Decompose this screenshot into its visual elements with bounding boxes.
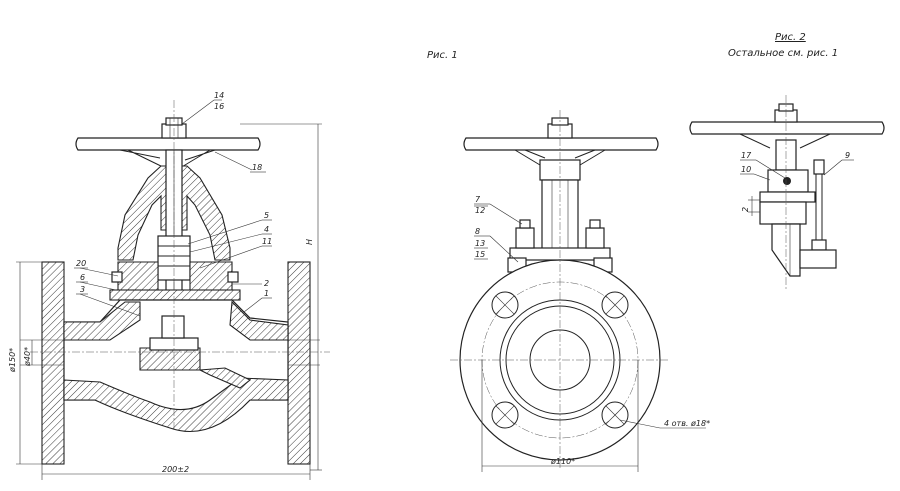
- callout-4: 4: [264, 225, 269, 234]
- caption-fig1: Рис. 1: [427, 50, 458, 61]
- fig2-detail-view: 2 17 10 9: [689, 95, 885, 290]
- callout-16: 16: [214, 102, 224, 111]
- callout-10: 10: [741, 165, 751, 174]
- callout-12: 12: [475, 206, 485, 215]
- callout-1: 1: [264, 289, 269, 298]
- dim-outer-diam-label: ø150*: [8, 348, 17, 373]
- dim-bolt-circle-label: ø110*: [550, 457, 575, 466]
- callout-5: 5: [264, 211, 269, 220]
- dim-height-label: H: [305, 239, 314, 245]
- callout-14: 14: [214, 91, 224, 100]
- fig1-right-flange: [287, 261, 311, 465]
- fig1-left-flange: [41, 261, 65, 465]
- front-view: ø110* 4 отв. ø18* 7 12 8 13 15: [450, 110, 710, 472]
- front-handwheel: [463, 137, 659, 151]
- callout-7: 7: [475, 195, 481, 204]
- fig1-handwheel: [75, 137, 261, 151]
- fig2-callout-2: 2: [741, 207, 750, 212]
- dim-holes-label: 4 отв. ø18*: [664, 419, 710, 428]
- dim-length-label: 200±2: [162, 465, 189, 474]
- fig2-lock-pin: [783, 177, 791, 185]
- callout-17: 17: [741, 151, 752, 160]
- callout-6: 6: [80, 273, 85, 282]
- callout-11: 11: [262, 237, 272, 246]
- dim-bore-diam-label: ø40*: [23, 347, 32, 367]
- callout-20: 20: [76, 259, 86, 268]
- caption-fig2-note: Остальное см. рис. 1: [728, 48, 838, 59]
- front-bolt-holes: [491, 291, 629, 429]
- fig1-section-view: H 200±2 ø150* ø40* 14 16 18 5 4: [8, 91, 330, 480]
- callout-3: 3: [80, 285, 85, 294]
- callout-2: 2: [264, 279, 269, 288]
- callout-15: 15: [475, 250, 485, 259]
- callout-18: 18: [252, 163, 262, 172]
- callout-8: 8: [475, 227, 480, 236]
- callout-9: 9: [845, 151, 850, 160]
- fig2-handwheel: [689, 121, 885, 135]
- fig2-callouts: 17 10 9: [740, 151, 854, 181]
- caption-fig2: Рис. 2: [775, 32, 806, 43]
- front-callouts: 7 12 8 13 15: [474, 195, 523, 263]
- fig1-callouts: 14 16 18 5 4 11 20 6 2 3: [74, 91, 272, 317]
- callout-13: 13: [475, 239, 485, 248]
